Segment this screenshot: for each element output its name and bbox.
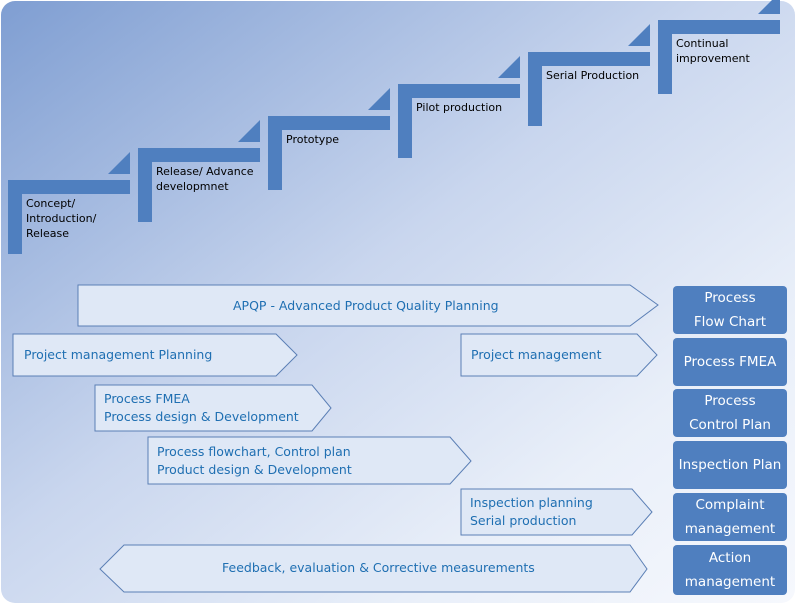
arrow-text-pm: Project management: [471, 347, 602, 362]
arrow-text-inspection: Inspection planning Serial production: [470, 495, 593, 528]
stair-label-release: Release/ Advance developmnet: [156, 165, 254, 193]
arrow-shape-process-fmea: [94, 384, 332, 432]
stair-corner-continual: [758, 0, 780, 14]
arrow-shape-inspection: [460, 488, 653, 536]
stair-step-concept: [8, 180, 130, 254]
arrow-text-pm-planning: Project management Planning: [24, 347, 213, 362]
stair-label-concept: Concept/ Introduction/ Release: [26, 197, 97, 240]
arrows-layer: [12, 284, 659, 593]
stair-label-continual: Continual improvement: [676, 37, 750, 65]
arrow-shape-pm-planning: [12, 333, 298, 377]
stair-step-prototype: [268, 116, 390, 190]
stairs-layer: [8, 0, 780, 254]
stair-corner-concept: [108, 152, 130, 174]
arrow-shape-feedback: [99, 544, 648, 593]
stair-label-pilot: Pilot production: [416, 101, 503, 114]
stair-label-prototype: Prototype: [286, 133, 340, 146]
side-box-process-flow-chart: Process Flow Chart: [673, 286, 787, 334]
side-box-process-fmea: Process FMEA: [673, 338, 787, 386]
stair-corner-release: [238, 120, 260, 142]
stair-corner-serial: [628, 24, 650, 46]
stair-step-release: [138, 148, 260, 222]
stair-step-continual: [658, 20, 780, 94]
stair-label-serial: Serial Production: [546, 69, 640, 82]
stair-step-serial: [528, 52, 650, 126]
stair-corner-prototype: [368, 88, 390, 110]
stair-step-pilot: [398, 84, 520, 158]
arrow-text-feedback: Feedback, evaluation & Corrective measur…: [222, 560, 535, 575]
side-box-action-management: Action management: [673, 545, 787, 595]
side-box-inspection-plan: Inspection Plan: [673, 441, 787, 489]
stair-corner-pilot: [498, 56, 520, 78]
arrow-text-flowchart: Process flowchart, Control plan Product …: [157, 444, 352, 477]
arrow-shape-apqp: [77, 284, 659, 327]
arrow-text-process-fmea: Process FMEA Process design & Developmen…: [104, 391, 299, 424]
arrow-shape-pm: [460, 333, 658, 377]
side-box-complaint-management: Complaint management: [673, 493, 787, 541]
side-box-process-control-plan: Process Control Plan: [673, 389, 787, 437]
arrow-shape-flowchart: [147, 436, 472, 485]
arrow-text-apqp: APQP - Advanced Product Quality Planning: [233, 298, 499, 313]
